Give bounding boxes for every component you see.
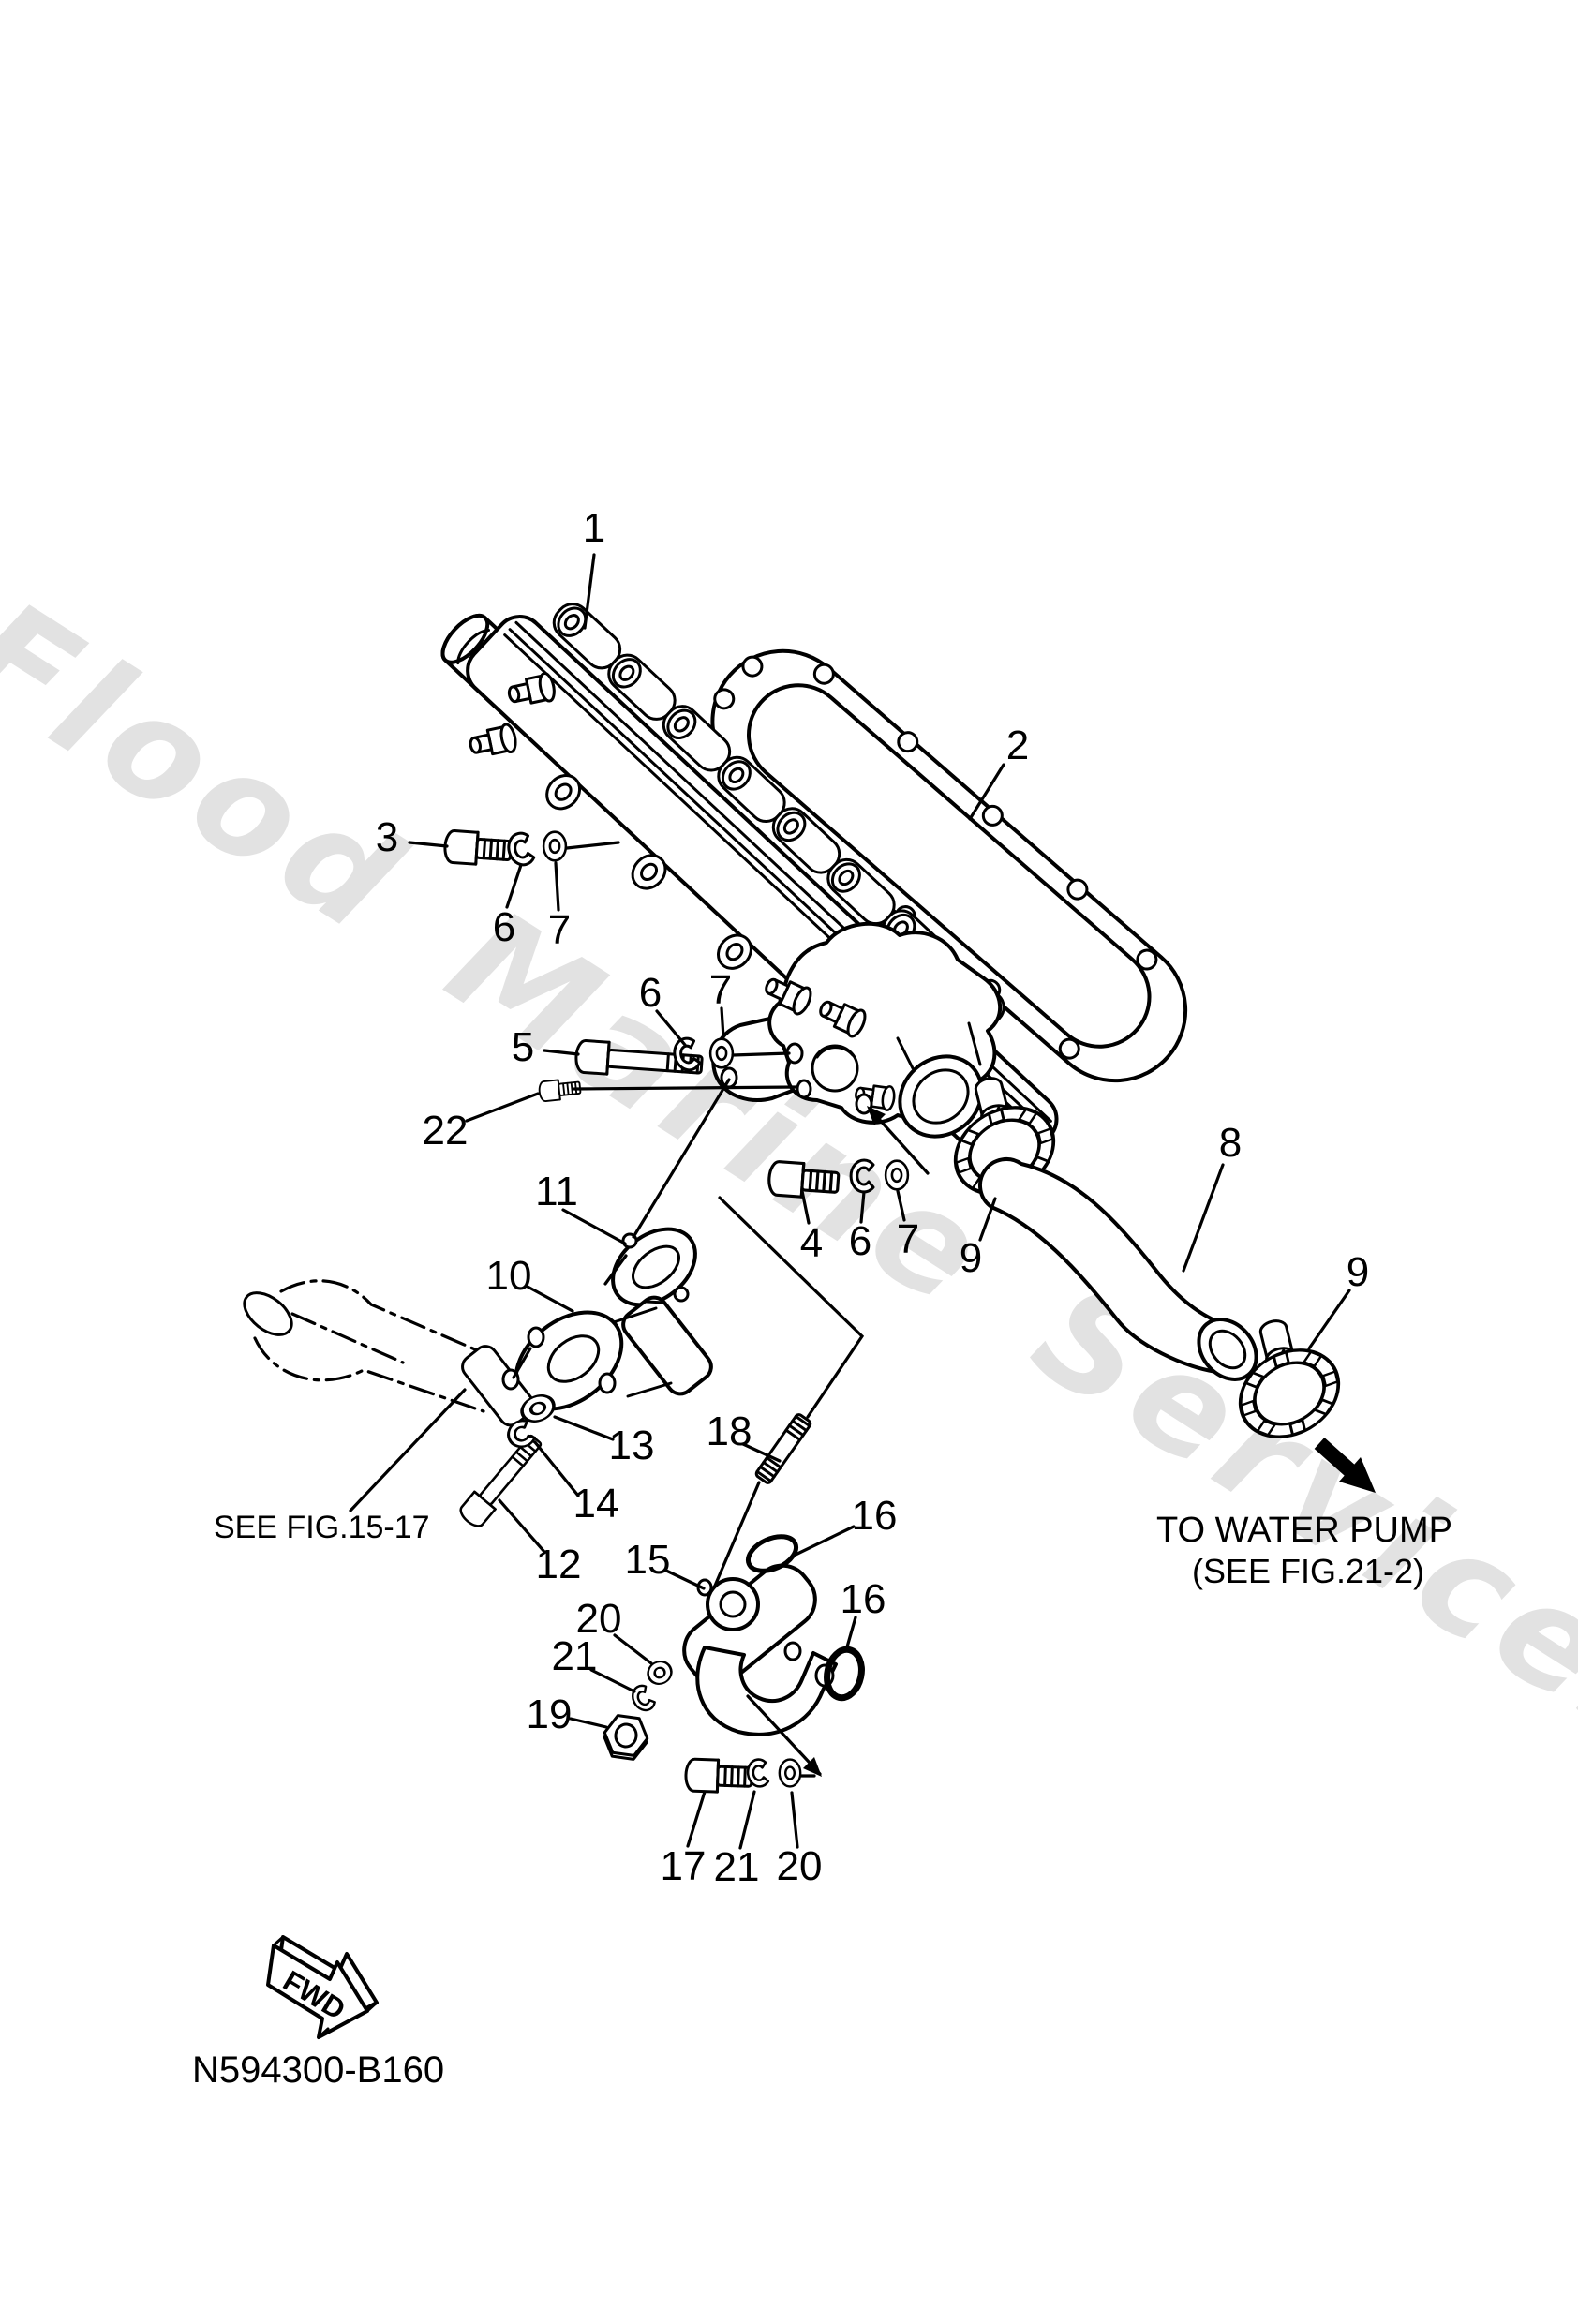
hose-part-8 <box>977 1156 1258 1381</box>
o-ring-part-16-lower <box>824 1646 865 1702</box>
callout-22: 22 <box>423 1108 469 1154</box>
drawing-number: N594300-B160 <box>192 2049 444 2091</box>
callout-leader-13 <box>553 1415 615 1441</box>
callout-leader-3 <box>408 841 449 848</box>
spring-washer-part-21-a <box>627 1682 658 1716</box>
notes-layer: SEE FIG.15-17 TO WATER PUMP(SEE FIG.21-2)… <box>192 1510 1452 2091</box>
callout-leader-15 <box>664 1569 706 1590</box>
callout-leader-21 <box>589 1668 636 1693</box>
washer-part-7-a <box>542 830 568 862</box>
callout-leader-20 <box>613 1633 653 1665</box>
callout-2: 2 <box>1006 723 1029 768</box>
sender-bolt-lower <box>466 722 519 762</box>
callout-leader-14 <box>533 1440 580 1497</box>
callout-1: 1 <box>583 505 605 551</box>
callout-20: 20 <box>777 1843 823 1889</box>
thermostat-housing <box>711 921 1003 1139</box>
callout-leader-9 <box>1307 1289 1351 1350</box>
callout-leader-4 <box>800 1189 811 1225</box>
callout-12: 12 <box>536 1542 582 1587</box>
callout-8: 8 <box>1219 1120 1242 1166</box>
callout-9: 9 <box>960 1235 982 1281</box>
callout-19: 19 <box>527 1691 573 1737</box>
callout-13: 13 <box>609 1423 655 1468</box>
callout-leader-6 <box>505 863 523 909</box>
to-water-pump-line2: (SEE FIG.21-2) <box>1192 1552 1424 1590</box>
callout-21: 21 <box>714 1844 760 1890</box>
callout-leader-7 <box>554 861 560 912</box>
callout-leader-19 <box>569 1717 608 1729</box>
callout-16: 16 <box>841 1576 886 1622</box>
washer-part-7-c <box>884 1159 910 1191</box>
callout-leader-16 <box>794 1525 856 1557</box>
callout-leader-7 <box>720 1006 725 1039</box>
callout-leader-9 <box>978 1197 997 1242</box>
callout-9: 9 <box>1347 1249 1369 1295</box>
fwd-arrow <box>266 1935 379 2039</box>
callout-10: 10 <box>486 1253 532 1299</box>
callout-14: 14 <box>573 1481 619 1527</box>
callout-7: 7 <box>548 907 571 953</box>
callout-leader-20 <box>790 1791 799 1849</box>
callout-leader-12 <box>498 1498 546 1554</box>
callout-21: 21 <box>552 1633 598 1679</box>
callout-17: 17 <box>661 1843 707 1889</box>
callout-leader-22 <box>465 1092 540 1123</box>
washer-part-7-b <box>708 1037 735 1069</box>
callout-leader-21 <box>738 1790 756 1850</box>
spring-washer-part-6-a <box>503 829 537 870</box>
stud-part-18 <box>754 1413 812 1484</box>
callout-leader-11 <box>561 1208 627 1245</box>
callout-leader-6 <box>655 1009 687 1047</box>
callout-15: 15 <box>625 1537 671 1583</box>
see-fig-15-17: SEE FIG.15-17 <box>214 1510 430 1545</box>
callout-6: 6 <box>493 904 515 950</box>
callout-leader-16 <box>844 1616 857 1652</box>
callout-leader-17 <box>686 1790 707 1848</box>
bolt-part-3 <box>442 828 514 869</box>
callout-6: 6 <box>639 970 662 1016</box>
callout-leader-10 <box>526 1285 574 1313</box>
spring-washer-part-6-c <box>849 1158 875 1194</box>
callout-leader-2 <box>968 763 1005 821</box>
callout-leader-8 <box>1182 1163 1225 1273</box>
callout-leader-6 <box>859 1190 866 1224</box>
callout-6: 6 <box>849 1218 871 1264</box>
callout-11: 11 <box>535 1169 578 1214</box>
bolt-part-17 <box>683 1757 754 1795</box>
callout-18: 18 <box>707 1408 752 1454</box>
callout-16: 16 <box>852 1493 898 1539</box>
to-water-pump-arrow <box>1314 1438 1376 1493</box>
washer-part-20-b <box>778 1758 802 1788</box>
to-water-pump-line1: TO WATER PUMP <box>1156 1511 1452 1550</box>
callout-4: 4 <box>800 1220 823 1266</box>
callout-leader-18 <box>741 1442 782 1463</box>
outlet-fitting-part-15 <box>682 1563 838 1736</box>
bolt-part-12 <box>455 1429 548 1531</box>
callout-5: 5 <box>512 1024 534 1070</box>
callout-20: 20 <box>576 1596 622 1642</box>
callout-leader-7 <box>896 1189 906 1222</box>
assembly-lines <box>349 841 930 1778</box>
callout-7: 7 <box>897 1216 919 1262</box>
callout-7: 7 <box>709 967 732 1013</box>
callout-leader-1 <box>583 553 596 630</box>
nut-part-19 <box>603 1714 649 1761</box>
callout-3: 3 <box>376 814 398 860</box>
o-ring-part-16-upper <box>745 1534 799 1573</box>
callout-leader-5 <box>543 1049 580 1056</box>
phantom-pipe-see-fig-15-17 <box>243 1279 536 1427</box>
